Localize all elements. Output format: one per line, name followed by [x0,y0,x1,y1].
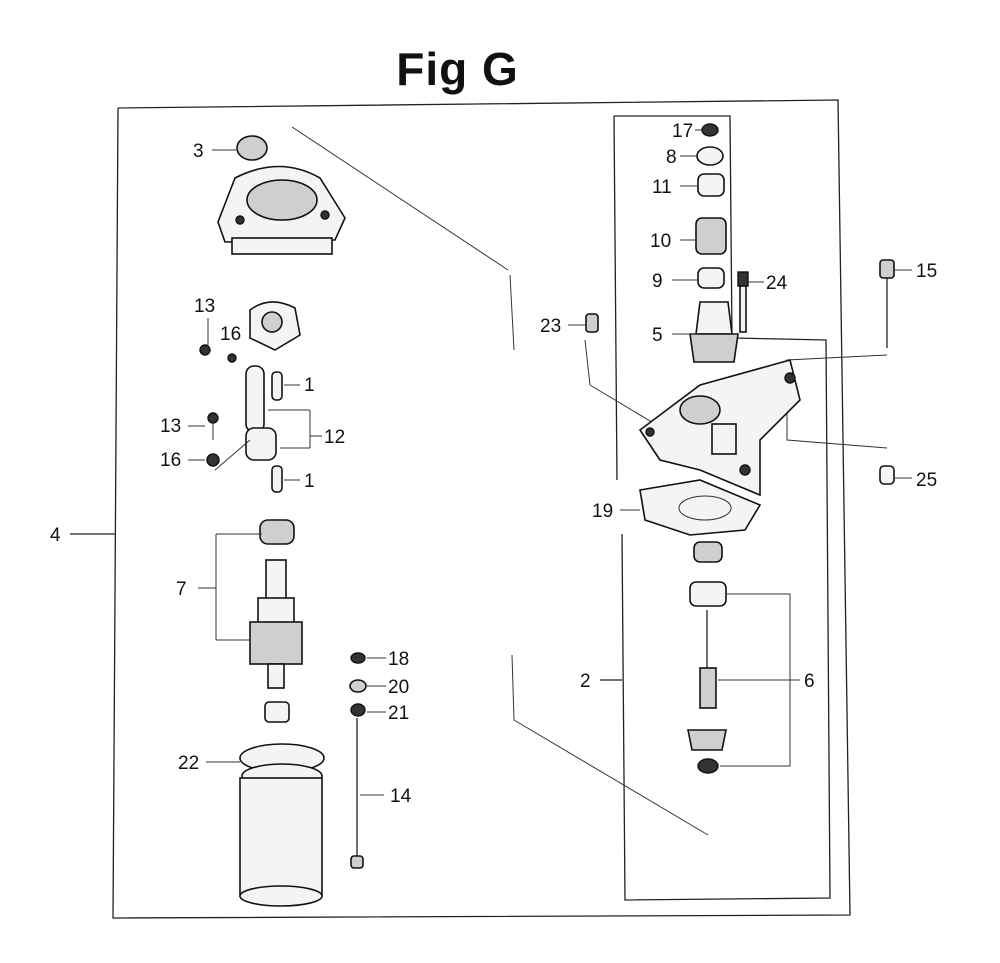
assembly-frame-outer [70,99,851,919]
callout-20: 20 [388,677,409,698]
callout-1-upper: 1 [304,375,315,396]
part-14-bolt [350,718,384,869]
callout-23: 23 [540,316,561,337]
callout-7: 7 [176,579,187,600]
part-6-gear-shaft [687,541,800,774]
callout-21: 21 [388,703,409,724]
callout-17: 17 [672,121,693,142]
part-7-gear-shaft [198,519,303,723]
part-18-20-21-washers [349,652,386,717]
callout-3: 3 [193,141,204,162]
part-pump-body [638,359,801,497]
part-1-spring-lower [271,465,300,493]
callout-15: 15 [916,261,937,282]
part-8-washer [680,146,724,166]
part-3-cap [212,135,268,161]
callout-1-lower: 1 [304,471,315,492]
callout-8: 8 [666,147,677,168]
part-22-canister [206,743,325,907]
part-9-seat [672,267,725,289]
callout-13-lower: 13 [160,416,181,437]
part-15-bolt [786,259,912,449]
callout-14: 14 [390,786,412,807]
callout-2: 2 [580,671,591,692]
part-housing-cover [217,165,346,255]
callout-16-upper: 16 [220,324,241,345]
callout-9: 9 [652,271,663,292]
part-23-bolt [568,313,599,333]
callout-24: 24 [766,273,788,294]
part-24-pin [737,271,764,333]
callout-25: 25 [916,470,937,491]
alignment-lines [291,126,709,836]
part-17-nut [695,123,719,137]
part-1-spring-upper [271,371,300,401]
part-10-spring [680,217,727,255]
callout-6: 6 [804,671,815,692]
part-19-gasket [620,479,762,536]
part-13-16-lower-screws [188,412,220,467]
callout-22: 22 [178,753,199,774]
callout-13-upper: 13 [194,296,215,317]
callout-16-lower: 16 [160,450,181,471]
callout-10: 10 [650,231,671,252]
part-11-cap [680,173,725,197]
figure-title: Fig G [396,43,519,95]
part-25-plug [879,465,912,485]
callout-18: 18 [388,649,409,670]
callout-12: 12 [324,427,345,448]
assembly-frame-inner [600,115,831,901]
callout-5: 5 [652,325,663,346]
callout-labels: 3 13 16 1 13 12 16 1 4 7 18 20 21 22 14 … [50,121,937,807]
callout-19: 19 [592,501,613,522]
part-5-valve [672,301,739,363]
part-12-link [214,365,322,471]
callout-4: 4 [50,525,61,546]
callout-11: 11 [652,177,672,198]
part-upper-bracket [199,301,301,363]
